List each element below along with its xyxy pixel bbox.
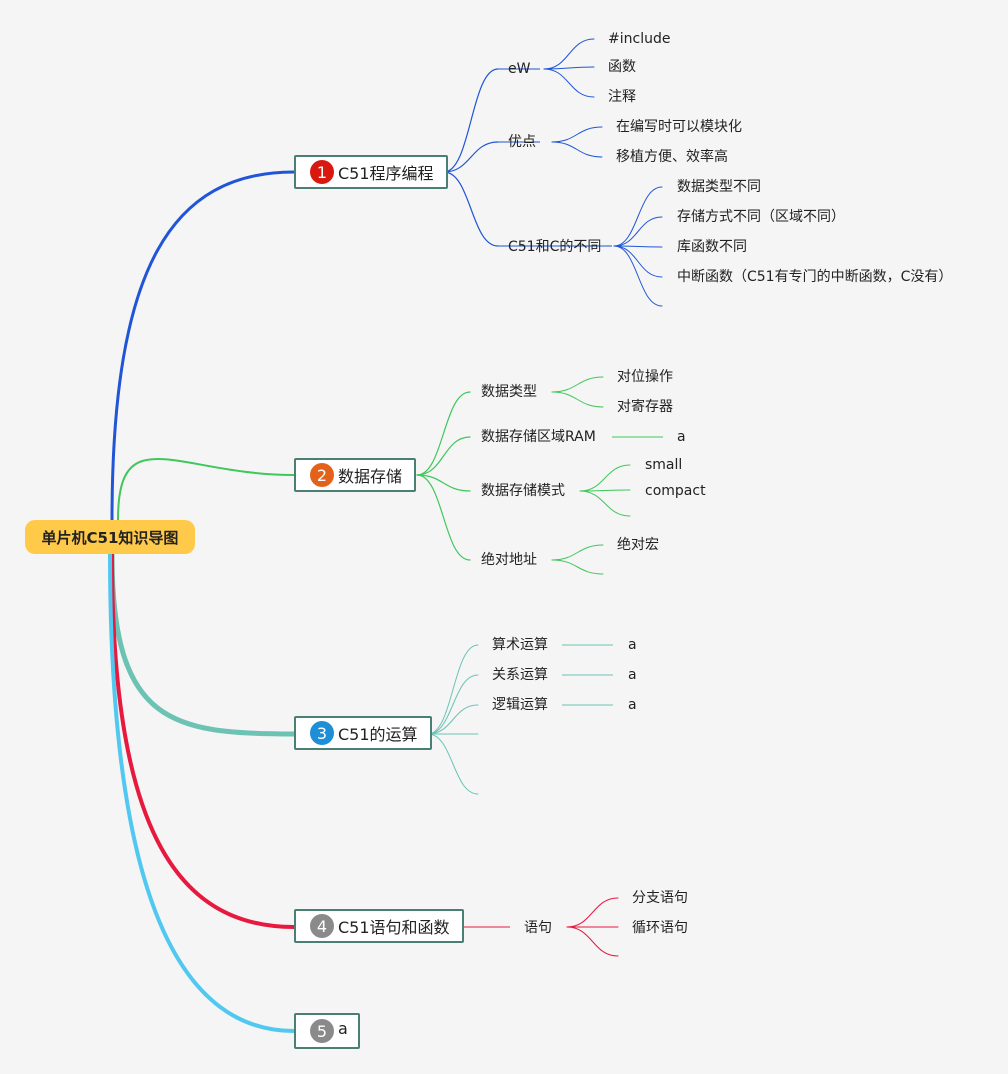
- branch-node-2[interactable]: 2 数据存储: [294, 458, 417, 492]
- connector-b1-adv-leaf-1: [551, 126, 603, 143]
- connector-b2-sub-2: [416, 436, 471, 476]
- connector-b1-diff-leaf-2: [613, 216, 663, 247]
- root-label: 单片机C51知识导图: [41, 528, 179, 547]
- connector-b3-sub-2: [427, 674, 479, 735]
- root-node[interactable]: 单片机C51知识导图: [25, 520, 195, 554]
- connector-b1-sub-3: [443, 171, 499, 247]
- leaf-comments[interactable]: 注释: [608, 89, 636, 105]
- connector-b1-eW-leaf-2: [543, 66, 595, 70]
- subtopic-absolute-address[interactable]: 绝对地址: [481, 552, 537, 568]
- leaf-loop-statements[interactable]: 循环语句: [632, 920, 688, 936]
- connector-b2-type-leaf-2: [551, 391, 604, 408]
- badge-2: 2: [310, 463, 334, 487]
- connector-b1-diff-leaf-1: [613, 186, 663, 247]
- subtopic-arithmetic[interactable]: 算术运算: [492, 637, 548, 653]
- leaf-datatype-diff[interactable]: 数据类型不同: [677, 179, 761, 195]
- branch-label-1: C51程序编程: [338, 164, 434, 183]
- subtopic-ew[interactable]: eW: [508, 61, 531, 77]
- subtopic-relational[interactable]: 关系运算: [492, 667, 548, 683]
- connector-b3-sub-3: [427, 704, 479, 735]
- badge-4: 4: [310, 914, 334, 938]
- connector-b1-diff-leaf-5: [613, 245, 663, 307]
- leaf-relational-a[interactable]: a: [628, 667, 637, 683]
- leaf-small[interactable]: small: [645, 457, 683, 473]
- connector-b2-abs-leaf-2: [551, 559, 604, 575]
- subtopic-storage-mode[interactable]: 数据存储模式: [481, 483, 565, 499]
- connector-b1-diff-leaf-4: [613, 245, 663, 278]
- connector-b2-type-leaf-1: [551, 376, 604, 393]
- connector-b2-sub-1: [416, 391, 471, 476]
- connector-b1-adv-leaf-2: [551, 141, 603, 158]
- subtopic-statements[interactable]: 语句: [524, 920, 552, 936]
- leaf-portable[interactable]: 移植方便、效率高: [616, 149, 728, 165]
- badge-3: 3: [310, 721, 334, 745]
- leaf-arithmetic-a[interactable]: a: [628, 637, 637, 653]
- subtopic-data-types[interactable]: 数据类型: [481, 384, 537, 400]
- leaf-branch-statements[interactable]: 分支语句: [632, 890, 688, 906]
- branch-label-4: C51语句和函数: [338, 918, 450, 937]
- connector-b1-eW-leaf-1: [543, 38, 595, 70]
- connector-b1-eW-leaf-3: [543, 68, 595, 98]
- branch-node-1[interactable]: 1 C51程序编程: [294, 155, 448, 189]
- subtopic-logical[interactable]: 逻辑运算: [492, 697, 548, 713]
- leaf-modular[interactable]: 在编写时可以模块化: [616, 119, 742, 135]
- connector-b1-diff-leaf-3: [613, 245, 663, 248]
- leaf-storage-diff[interactable]: 存储方式不同（区域不同）: [677, 209, 845, 225]
- connector-root-branch-4: [110, 552, 296, 929]
- branch-label-5: a: [338, 1019, 348, 1038]
- connector-root-branch-2: [117, 458, 295, 521]
- connector-b2-sub-3: [416, 474, 471, 492]
- connector-b3-sub-1: [427, 644, 479, 735]
- connector-b1-sub-1: [443, 68, 499, 173]
- leaf-ram-a[interactable]: a: [677, 429, 686, 445]
- connector-root-branch-5: [108, 552, 296, 1033]
- branch-node-3[interactable]: 3 C51的运算: [294, 716, 432, 750]
- branch-node-4[interactable]: 4 C51语句和函数: [294, 909, 464, 943]
- leaf-absolute-macro[interactable]: 绝对宏: [617, 537, 659, 553]
- leaf-functions[interactable]: 函数: [608, 59, 636, 75]
- connector-b4-leaf-1: [566, 897, 619, 928]
- connector-root-branch-1: [110, 170, 296, 522]
- branch-label-3: C51的运算: [338, 725, 418, 744]
- leaf-interrupt-diff[interactable]: 中断函数（C51有专门的中断函数，C没有）: [677, 269, 953, 285]
- leaf-register-ops[interactable]: 对寄存器: [617, 399, 673, 415]
- branch-node-5[interactable]: 5 a: [294, 1013, 360, 1049]
- badge-5: 5: [310, 1019, 334, 1043]
- leaf-bit-ops[interactable]: 对位操作: [617, 369, 673, 385]
- badge-1: 1: [310, 160, 334, 184]
- connector-b2-mode-leaf-3: [579, 490, 631, 517]
- leaf-include[interactable]: #include: [608, 31, 671, 47]
- connector-b2-sub-4: [416, 474, 471, 561]
- subtopic-ram-area[interactable]: 数据存储区域RAM: [481, 429, 596, 445]
- leaf-compact[interactable]: compact: [645, 483, 706, 499]
- subtopic-c51-vs-c[interactable]: C51和C的不同: [508, 239, 602, 255]
- subtopic-advantages[interactable]: 优点: [508, 134, 536, 150]
- branch-label-2: 数据存储: [338, 467, 403, 486]
- connector-b3-sub-5: [427, 733, 479, 795]
- connector-b1-sub-2: [443, 141, 499, 173]
- connector-b4-leaf-3: [566, 926, 619, 957]
- leaf-library-diff[interactable]: 库函数不同: [677, 239, 747, 255]
- leaf-logical-a[interactable]: a: [628, 697, 637, 713]
- connector-b2-abs-leaf-1: [551, 544, 604, 561]
- connector-root-branch-3: [109, 551, 297, 737]
- connector-b2-mode-leaf-1: [579, 464, 631, 492]
